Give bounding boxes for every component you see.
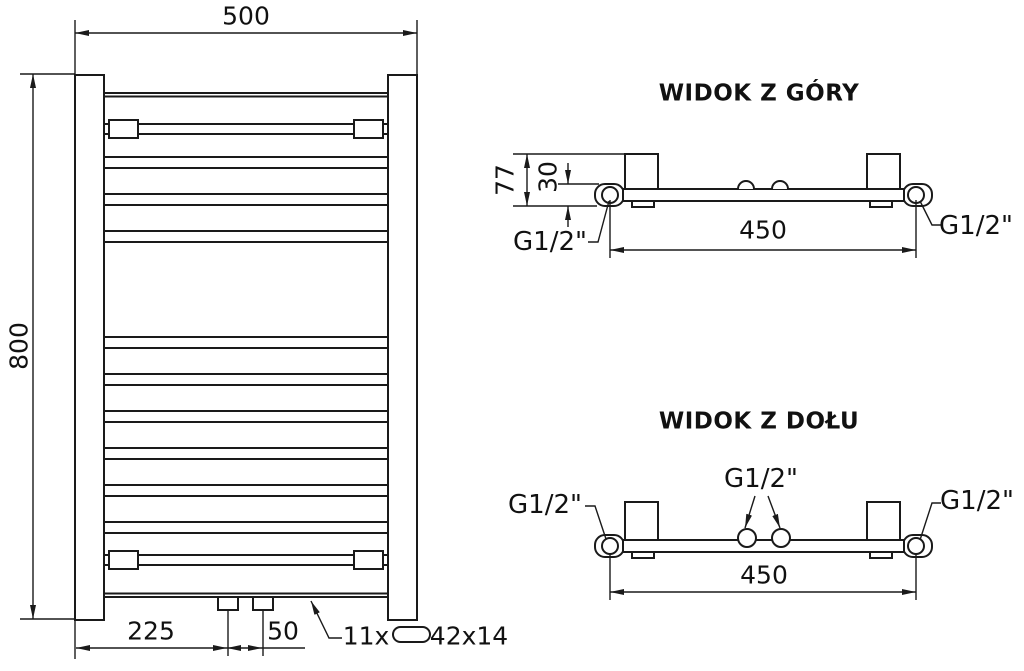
bracket-foot xyxy=(869,200,893,208)
hanger-fitting xyxy=(353,119,384,139)
radiator-body xyxy=(622,188,905,202)
leader-line xyxy=(744,495,756,529)
bottom-right-connection-label: G1/2" xyxy=(940,486,1014,516)
rung xyxy=(103,156,389,169)
rung xyxy=(103,92,389,98)
hanger-fitting xyxy=(108,550,139,570)
rung xyxy=(103,230,389,243)
center-connection xyxy=(771,528,791,548)
inlet-offset-label: 225 xyxy=(127,616,175,646)
bottom-center-connection-label: G1/2" xyxy=(724,464,798,494)
front-width-label: 500 xyxy=(222,1,270,31)
inlet-spacing-label: 50 xyxy=(267,616,299,646)
wall-bracket xyxy=(624,501,659,541)
bar-profile-label: 42x14 xyxy=(429,621,509,651)
leader-line xyxy=(588,200,610,243)
bracket-foot xyxy=(869,551,893,559)
bottom-view xyxy=(594,501,933,559)
rung xyxy=(103,410,389,423)
front-view-dimensions xyxy=(20,20,418,659)
top-view xyxy=(594,153,933,208)
center-connection xyxy=(737,528,757,548)
bar-count-label: 11x xyxy=(342,621,390,651)
rung xyxy=(103,373,389,386)
inlet-stub xyxy=(252,596,274,611)
top-view-dimensions xyxy=(513,153,941,258)
bracket-foot xyxy=(631,551,655,559)
top-view-title: WIDOK Z GÓRY xyxy=(658,80,860,107)
radiator-body xyxy=(622,539,905,553)
rung xyxy=(103,193,389,206)
rung xyxy=(103,447,389,460)
top-left-connection-label: G1/2" xyxy=(513,227,587,257)
rung xyxy=(103,336,389,349)
wall-bracket xyxy=(624,153,659,190)
rung xyxy=(103,592,389,598)
center-connection-bump xyxy=(771,180,789,190)
top-right-connection-label: G1/2" xyxy=(939,211,1013,241)
front-height-label: 800 xyxy=(4,322,34,370)
bottom-view-title: WIDOK Z DOŁU xyxy=(658,408,860,435)
rung xyxy=(103,521,389,534)
leader-line xyxy=(919,200,941,226)
wall-bracket xyxy=(866,501,901,541)
leader-line xyxy=(585,505,607,540)
depth-label: 77 xyxy=(490,164,520,196)
side-connection xyxy=(601,537,619,555)
hanger-fitting xyxy=(108,119,139,139)
wall-bracket xyxy=(866,153,901,190)
leader-line xyxy=(767,495,781,529)
left-collector xyxy=(74,74,105,621)
inlet-stub xyxy=(217,596,239,611)
side-connection xyxy=(907,537,925,555)
hanger-fitting xyxy=(353,550,384,570)
bracket-foot xyxy=(631,200,655,208)
bottom-view-dimensions xyxy=(585,495,941,600)
bar-profile-symbol xyxy=(392,626,431,643)
top-spacing-label: 450 xyxy=(739,215,787,245)
top-hanger-bar xyxy=(103,119,389,139)
bottom-spacing-label: 450 xyxy=(740,560,788,590)
center-connection-bump xyxy=(737,180,755,190)
bottom-left-connection-label: G1/2" xyxy=(508,490,582,520)
rung xyxy=(103,484,389,497)
leader-line xyxy=(919,502,941,541)
leader-line xyxy=(310,600,342,639)
collector-depth-label: 30 xyxy=(533,161,563,193)
right-collector xyxy=(387,74,418,621)
front-view xyxy=(74,74,431,643)
bottom-hanger-bar xyxy=(103,550,389,570)
